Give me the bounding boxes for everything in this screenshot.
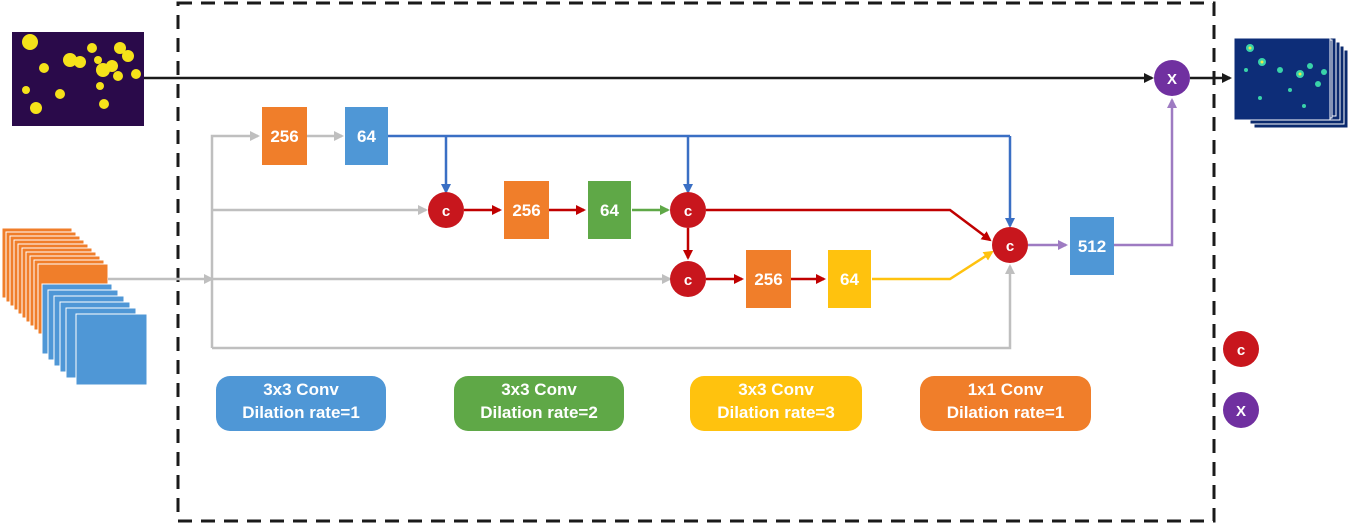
legend-1x1-line2: Dilation rate=1 [946,403,1065,422]
legend-d2-line1: 3x3 Conv [501,380,577,399]
svg-text:c: c [1006,238,1014,255]
concat-flow-lines [464,205,992,284]
legend-d1-line1: 3x3 Conv [263,380,339,399]
legend-1x1-conv: 1x1 Conv Dilation rate=1 [920,376,1091,431]
output-feature-maps [1233,37,1349,129]
svg-text:X: X [1167,71,1177,88]
concat-node-2: c [670,192,706,228]
svg-text:256: 256 [270,127,298,146]
conv-block-low-d3: 64 [828,250,871,308]
legend-d3-line1: 3x3 Conv [738,380,814,399]
svg-text:c: c [684,203,692,220]
svg-text:64: 64 [357,127,376,146]
svg-text:512: 512 [1078,237,1106,256]
legend-d1-conv: 3x3 Conv Dilation rate=1 [216,376,386,431]
conv-block-mid-d2: 64 [588,181,631,239]
svg-text:64: 64 [840,270,859,289]
module-boundary [176,1,1216,523]
svg-text:c: c [684,272,692,289]
concat-node-3: c [670,261,706,297]
conv-block-mid-1x1: 256 [504,181,549,239]
conv-block-top-d1: 64 [345,107,388,165]
conv-block-low-1x1: 256 [746,250,791,308]
legend-d2-line2: Dilation rate=2 [480,403,598,422]
legend-concat-symbol: c [1223,331,1259,367]
d1-skip-lines [388,134,1015,228]
svg-text:256: 256 [512,201,540,220]
input-mask-image [12,32,144,126]
multiply-node: X [1154,60,1190,96]
fusion-output-lines [1028,98,1177,250]
svg-text:256: 256 [754,270,782,289]
concat-node-final: c [992,227,1028,263]
d3-output-arrow [872,250,994,281]
concat-node-1: c [428,192,464,228]
conv-block-top-1x1: 256 [262,107,307,165]
input-feature-maps [1,227,148,386]
legend-d2-conv: 3x3 Conv Dilation rate=2 [454,376,624,431]
svg-text:c: c [1237,342,1245,359]
svg-text:64: 64 [600,201,619,220]
svg-text:X: X [1236,403,1246,420]
svg-text:c: c [442,203,450,220]
conv-block-out-d1: 512 [1070,217,1114,275]
input-branch-lines [108,131,1015,350]
legend-1x1-line1: 1x1 Conv [967,380,1044,399]
legend-d3-conv: 3x3 Conv Dilation rate=3 [690,376,862,431]
legend-d1-line2: Dilation rate=1 [242,403,360,422]
legend-d3-line2: Dilation rate=3 [717,403,835,422]
legend-multiply-symbol: X [1223,392,1259,428]
